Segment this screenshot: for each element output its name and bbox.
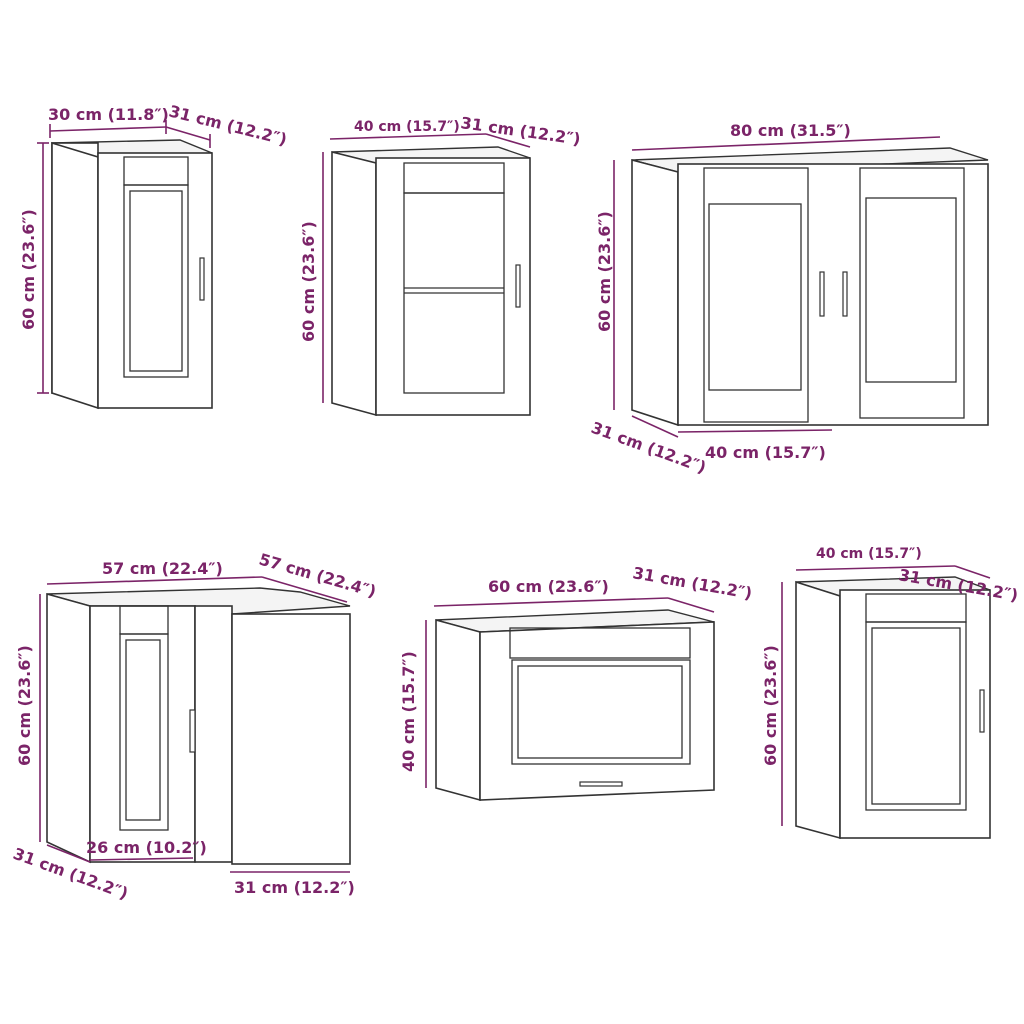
dimension-lines-2 — [322, 133, 531, 403]
width-label: 60 cm (23.6″) — [488, 577, 609, 596]
cabinet-60cm-lift-up — [435, 609, 715, 802]
door-width-label: 40 cm (15.7″) — [705, 443, 826, 462]
cabinet-30cm-single-door — [51, 139, 213, 410]
dimension-lines-4 — [39, 576, 350, 873]
height-label: 60 cm (23.6″) — [19, 209, 38, 330]
cabinet-40cm-single-door — [795, 576, 991, 840]
cabinet-corner — [46, 587, 351, 865]
width-label: 80 cm (31.5″) — [730, 121, 851, 140]
height-label: 60 cm (23.6″) — [761, 645, 780, 766]
width-label: 30 cm (11.8″) — [48, 105, 169, 124]
height-label: 60 cm (23.6″) — [15, 645, 34, 766]
height-label: 60 cm (23.6″) — [595, 211, 614, 332]
width-label: 40 cm (15.7″) — [816, 546, 922, 562]
depth-label: 31 cm (12.2″) — [589, 418, 709, 477]
cabinet-40cm-glass-door — [331, 146, 531, 417]
cabinet-80cm-double-door — [631, 147, 989, 427]
dimension-lines-1 — [37, 120, 211, 394]
front-depth-label: 31 cm (12.2″) — [234, 878, 355, 897]
width-label: 40 cm (15.7″) — [354, 119, 460, 135]
depth-label: 31 cm (12.2″) — [631, 563, 753, 603]
dimension-lines-3 — [613, 136, 941, 438]
width-label: 57 cm (22.4″) — [102, 559, 223, 578]
inner-width-label: 26 cm (10.2″) — [86, 838, 207, 857]
dimension-lines-6 — [781, 565, 991, 826]
height-label: 60 cm (23.6″) — [299, 221, 318, 342]
height-label: 40 cm (15.7″) — [399, 651, 418, 772]
dimension-lines-5 — [425, 597, 715, 788]
